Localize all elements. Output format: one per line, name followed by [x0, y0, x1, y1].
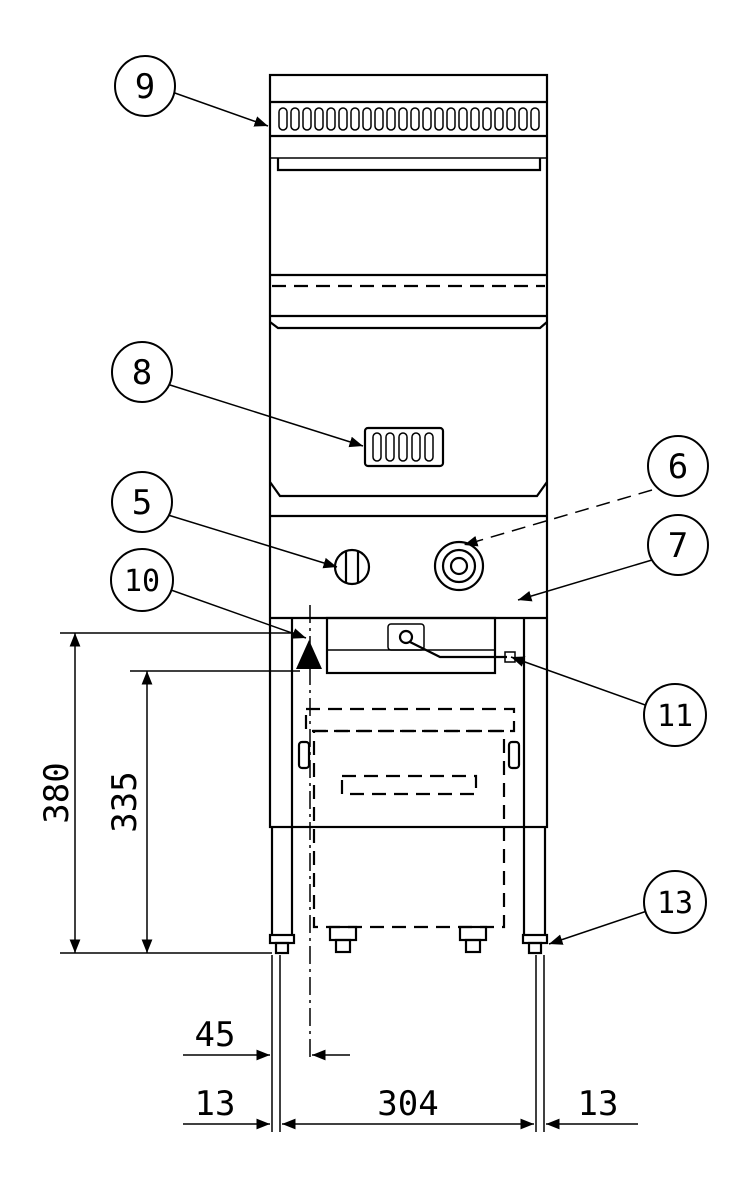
callout-8: 8 — [111, 341, 364, 448]
thermostat-indicator — [296, 605, 322, 1062]
callout-13: 13 — [548, 870, 707, 945]
svg-text:7: 7 — [668, 526, 688, 566]
callout-7: 7 — [517, 514, 709, 602]
dimension-bottom-row: 13 304 13 — [183, 1084, 638, 1130]
svg-text:9: 9 — [135, 67, 155, 107]
svg-text:45: 45 — [195, 1015, 236, 1055]
dimension-offset-left: 45 — [183, 1015, 350, 1061]
dimension-height-overall: 380 — [37, 632, 294, 954]
flue-vent — [278, 107, 540, 131]
callout-10: 10 — [110, 548, 307, 639]
callout-11: 11 — [510, 656, 707, 747]
svg-text:8: 8 — [132, 353, 152, 393]
callout-9: 9 — [114, 55, 269, 127]
pilot-viewer — [433, 540, 485, 592]
cabinet-body — [268, 73, 549, 829]
control-knob — [333, 548, 371, 586]
svg-text:13: 13 — [657, 886, 693, 921]
svg-text:6: 6 — [668, 447, 688, 487]
svg-text:10: 10 — [124, 564, 160, 599]
callout-6: 6 — [463, 435, 709, 547]
svg-text:335: 335 — [105, 771, 145, 832]
svg-text:5: 5 — [132, 483, 152, 523]
dimension-height-inner: 335 — [105, 670, 300, 953]
oil-drain-pan — [297, 707, 521, 954]
svg-text:380: 380 — [37, 762, 77, 823]
extension-lines — [271, 955, 545, 1132]
svg-text:11: 11 — [657, 699, 693, 734]
svg-text:13: 13 — [195, 1084, 236, 1124]
callout-5: 5 — [111, 471, 338, 569]
basket-handle — [363, 426, 445, 468]
svg-text:13: 13 — [578, 1084, 619, 1124]
svg-text:304: 304 — [377, 1084, 438, 1124]
drain-valve — [325, 616, 516, 675]
